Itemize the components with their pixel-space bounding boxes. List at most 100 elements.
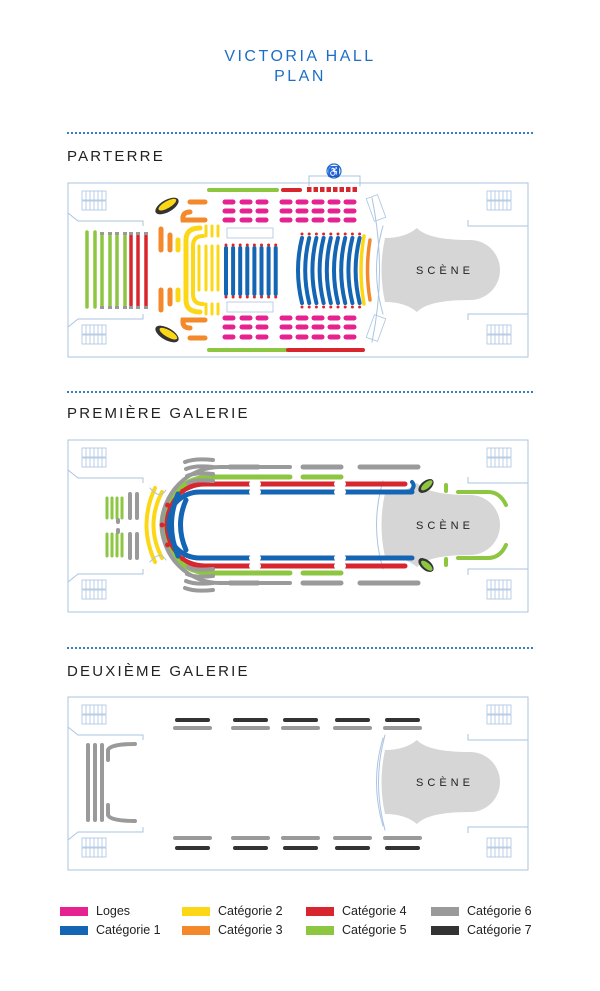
seat — [136, 306, 140, 309]
divider — [67, 132, 533, 134]
box-seat — [421, 480, 433, 491]
seat-row — [144, 486, 157, 564]
legend-label: Catégorie 5 — [342, 923, 407, 937]
hall-outline — [467, 477, 528, 484]
seat-row — [184, 464, 215, 471]
seat — [326, 187, 331, 192]
legend-label: Catégorie 6 — [467, 904, 532, 918]
seat — [307, 232, 311, 236]
seat — [224, 295, 228, 299]
seat — [274, 295, 278, 299]
legend-swatch — [306, 906, 334, 916]
seat-row — [303, 236, 312, 305]
seat — [144, 232, 148, 235]
seat — [346, 187, 351, 192]
seat-row — [296, 236, 304, 305]
legend-item-cat6: Catégorie 6 — [431, 904, 532, 918]
stage-edge — [376, 225, 384, 315]
box-seat — [158, 198, 177, 211]
seat — [300, 232, 304, 236]
seat-row — [183, 586, 215, 593]
box-seat — [159, 327, 178, 340]
hall-outline — [371, 197, 380, 343]
seat — [238, 295, 242, 299]
seat — [260, 295, 263, 299]
legend-item-cat1: Catégorie 1 — [60, 923, 161, 937]
seat-row — [408, 480, 416, 494]
seat — [136, 232, 140, 235]
seat — [350, 305, 354, 309]
seat — [336, 305, 340, 309]
seat — [165, 542, 171, 548]
seat — [180, 488, 186, 494]
legend-swatch — [431, 906, 459, 916]
seat — [314, 305, 318, 309]
seat — [129, 306, 133, 309]
seat-row — [178, 497, 189, 553]
seat — [260, 243, 263, 247]
hall-outline — [67, 827, 144, 841]
hall-outline — [67, 212, 144, 226]
seat-row — [456, 543, 508, 560]
seat — [123, 306, 127, 309]
legend-label: Catégorie 4 — [342, 904, 407, 918]
seat — [252, 243, 256, 247]
seat-row — [186, 565, 215, 572]
legend-item-loges: Loges — [60, 904, 130, 918]
seat-row — [324, 236, 333, 305]
seat-row — [359, 234, 366, 306]
seat-row — [185, 471, 215, 478]
hall-outline — [67, 726, 144, 740]
seat-row — [183, 225, 203, 315]
seat-row — [365, 238, 372, 302]
aisle-steps — [226, 301, 274, 313]
hall-outline — [67, 569, 144, 583]
seat — [329, 305, 333, 309]
seat — [159, 522, 165, 528]
seat — [108, 306, 112, 309]
hall-outline — [67, 469, 144, 483]
seat — [252, 295, 256, 299]
stage-edge — [376, 737, 384, 827]
divider — [67, 647, 533, 649]
seat — [115, 306, 119, 309]
legend-swatch — [182, 906, 210, 916]
stage-label: SCÈNE — [416, 776, 474, 789]
wheelchair-icon — [326, 163, 342, 179]
seat — [231, 243, 235, 247]
seat — [350, 232, 354, 236]
hall-outline — [149, 487, 167, 495]
seat-row — [456, 490, 508, 507]
seat — [300, 305, 304, 309]
seat — [358, 232, 362, 236]
plan-subtitle: PLAN — [274, 68, 326, 85]
seat — [100, 232, 104, 235]
seat — [108, 232, 112, 235]
plan-title: VICTORIA HALL — [224, 48, 376, 65]
seat — [245, 295, 249, 299]
seat — [352, 187, 357, 192]
legend-swatch — [60, 906, 88, 916]
seat — [314, 232, 318, 236]
stage — [381, 483, 500, 567]
hall-outline — [67, 182, 529, 358]
legend-item-cat4: Catégorie 4 — [306, 904, 407, 918]
seat-row — [183, 457, 215, 464]
seat — [115, 232, 119, 235]
seat-row — [353, 236, 362, 305]
seat — [329, 232, 333, 236]
seat — [245, 243, 249, 247]
section-label-deuxieme-galerie: DEUXIÈME GALERIE — [67, 663, 250, 680]
hall-outline — [467, 734, 528, 741]
seat-row — [310, 236, 319, 305]
seat — [144, 306, 148, 309]
legend-swatch — [182, 925, 210, 935]
stage-edge — [378, 734, 386, 831]
legend-label: Loges — [96, 904, 131, 918]
hall-outline — [467, 568, 528, 575]
seat — [320, 187, 325, 192]
section-label-premiere-galerie: PREMIÈRE GALERIE — [67, 405, 250, 422]
seat — [343, 305, 347, 309]
